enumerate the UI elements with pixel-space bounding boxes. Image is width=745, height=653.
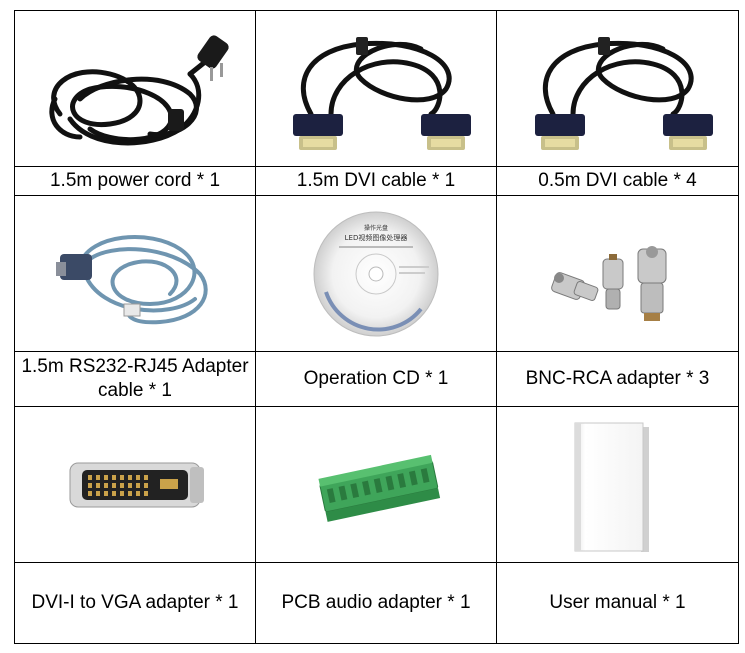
item-label: 1.5m RS232-RJ45 Adapter cable * 1 [21, 356, 249, 401]
accessories-table: 1.5m power cord * 1 1.5m DVI cable * 1 0… [14, 10, 739, 644]
power-cord-icon [49, 34, 229, 145]
image-row: 操作光盘 LED视频图像处理器 [14, 195, 739, 352]
cd-line1: 操作光盘 [364, 224, 388, 232]
dvi-cable-icon [293, 36, 471, 150]
label-cell: DVI-I to VGA adapter * 1 [14, 562, 256, 644]
label-cell: 1.5m DVI cable * 1 [255, 166, 497, 196]
dvi-cable-cell [255, 10, 497, 167]
item-label: Operation CD * 1 [303, 368, 449, 389]
pcb-terminal-icon [318, 454, 441, 522]
dvi-vga-adapter-cell [14, 406, 256, 563]
cd-line2: LED视频图像处理器 [345, 233, 408, 242]
label-cell: 1.5m RS232-RJ45 Adapter cable * 1 [14, 351, 256, 407]
bnc-adapter-icon [550, 245, 666, 321]
item-label: User manual * 1 [549, 592, 686, 613]
label-cell: 0.5m DVI cable * 4 [496, 166, 739, 196]
label-row: 1.5m power cord * 1 1.5m DVI cable * 1 0… [14, 166, 739, 196]
cd-cell: 操作光盘 LED视频图像处理器 [255, 195, 497, 352]
label-cell: PCB audio adapter * 1 [255, 562, 497, 644]
item-label: 1.5m DVI cable * 1 [296, 170, 456, 191]
cd-icon: 操作光盘 LED视频图像处理器 [313, 211, 439, 336]
pcb-terminal-cell [255, 406, 497, 563]
dvi-vga-adapter-icon [69, 462, 204, 507]
label-cell: BNC-RCA adapter * 3 [496, 351, 739, 407]
label-cell: 1.5m power cord * 1 [14, 166, 256, 196]
manual-book-icon [574, 422, 649, 552]
label-cell: User manual * 1 [496, 562, 739, 644]
dvi-cable-icon [534, 36, 713, 150]
image-row [14, 10, 739, 167]
dvi-cable-short-cell [496, 10, 739, 167]
item-label: 0.5m DVI cable * 4 [538, 170, 697, 191]
item-label: 1.5m power cord * 1 [49, 170, 221, 191]
item-label: DVI-I to VGA adapter * 1 [31, 592, 239, 613]
bnc-adapter-cell [496, 195, 739, 352]
label-cell: Operation CD * 1 [255, 351, 497, 407]
rs232-cable-icon [56, 234, 208, 324]
rs232-cable-cell [14, 195, 256, 352]
label-row: 1.5m RS232-RJ45 Adapter cable * 1 Operat… [14, 351, 739, 407]
item-label: BNC-RCA adapter * 3 [525, 368, 710, 389]
power-cord-cell [14, 10, 256, 167]
item-label: PCB audio adapter * 1 [281, 592, 471, 613]
image-row [14, 406, 739, 563]
manual-cell [496, 406, 739, 563]
label-row: DVI-I to VGA adapter * 1 PCB audio adapt… [14, 562, 739, 644]
